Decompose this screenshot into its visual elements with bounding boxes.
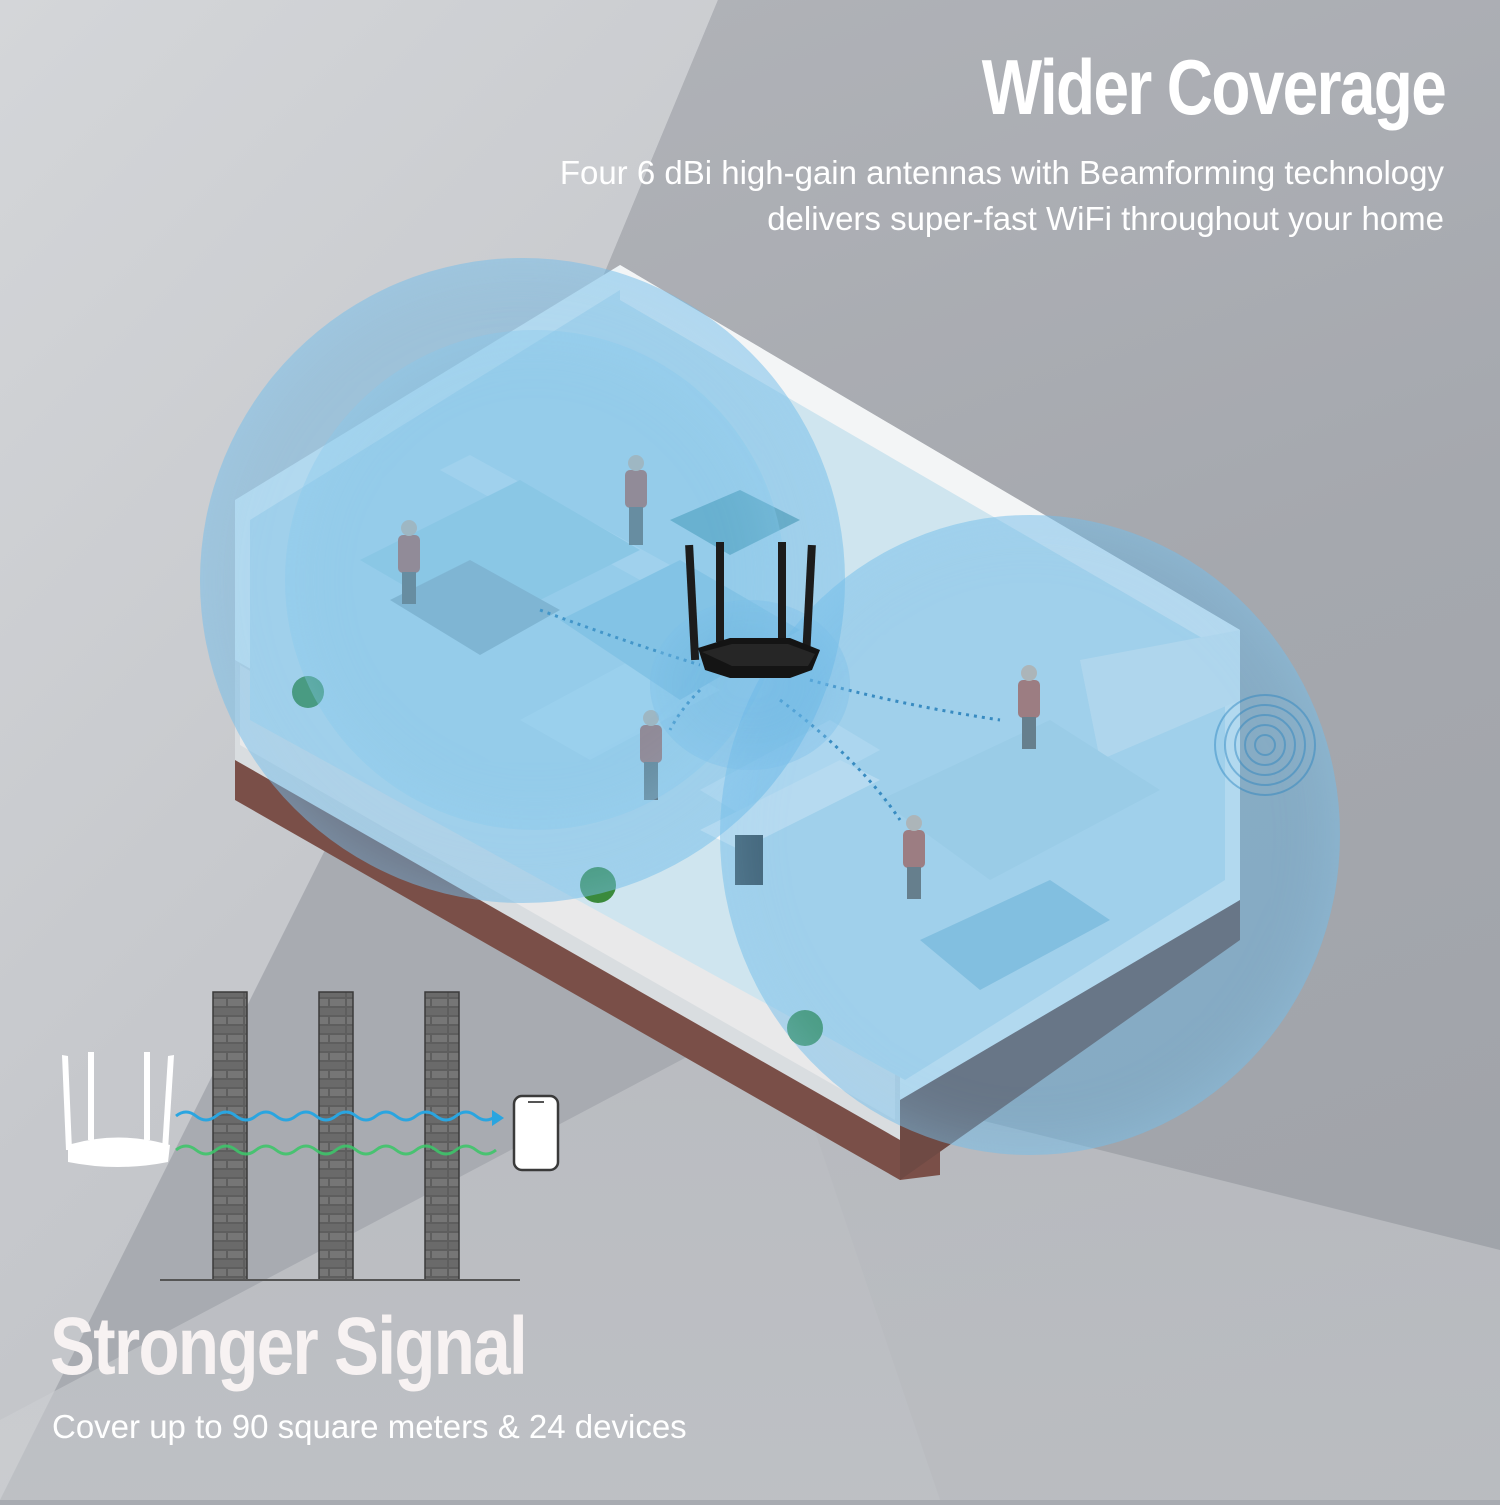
router-icon [62, 1052, 174, 1167]
brick-wall-2 [318, 991, 354, 1281]
coverage-zone-center [650, 600, 850, 770]
coverage-caption: Cover up to 90 square meters & 24 device… [52, 1408, 687, 1445]
wifi-ripple-icon [1214, 694, 1316, 796]
brick-wall-3 [424, 991, 460, 1281]
router-device-icon [685, 542, 820, 678]
walls-diagram-graphic [62, 991, 560, 1281]
signal-through-walls-diagram [40, 980, 560, 1290]
coverage-zone-right [720, 515, 1340, 1155]
heading-stronger-signal: Stronger Signal [50, 1301, 528, 1392]
coverage-zone-left [200, 258, 845, 903]
heading-wider-coverage: Wider Coverage [981, 43, 1447, 131]
subtitle-line-2: delivers super-fast WiFi throughout your… [767, 200, 1444, 237]
subtitle-line-1: Four 6 dBi high-gain antennas with Beamf… [559, 154, 1444, 191]
coverage-zone-left-inner [285, 330, 785, 830]
brick-wall-1 [212, 991, 248, 1281]
smartphone-icon [512, 1094, 560, 1172]
